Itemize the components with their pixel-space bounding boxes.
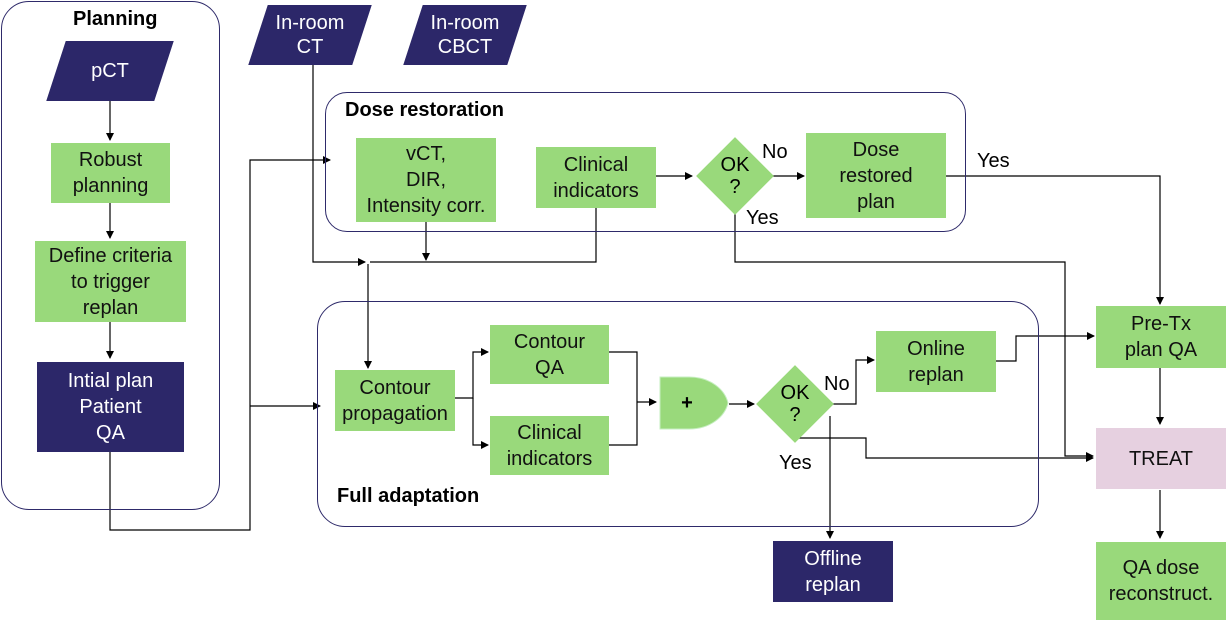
planning-title: Planning bbox=[73, 8, 158, 30]
edge-inroom-ct bbox=[312, 65, 366, 266]
inroom-cbct-input: In-room CBCT bbox=[403, 5, 527, 65]
edge-cp-contourqa bbox=[455, 348, 489, 399]
edge-ok-no-online bbox=[832, 356, 875, 405]
vct-dir-node: vCT, DIR, Intensity corr. bbox=[356, 138, 496, 222]
inroom-ct-input: In-room CT bbox=[248, 5, 372, 65]
dose-restoration-title: Dose restoration bbox=[345, 99, 504, 121]
qa-dose-reconstruct-node: QA dose reconstruct. bbox=[1096, 542, 1226, 620]
contour-qa-node: Contour QA bbox=[490, 325, 609, 384]
edge-merge bbox=[609, 351, 638, 446]
fa-clinical-indicators-node: Clinical indicators bbox=[490, 416, 609, 475]
planning-group bbox=[1, 1, 220, 510]
edge-online-pretx bbox=[996, 332, 1095, 362]
dose-restoration-group bbox=[325, 92, 966, 232]
online-replan-node: Online replan bbox=[876, 331, 996, 392]
robust-planning-node: Robust planning bbox=[51, 143, 170, 203]
dose-restored-plan-node: Dose restored plan bbox=[806, 133, 946, 218]
initial-plan-qa-node: Intial plan Patient QA bbox=[37, 362, 184, 452]
dr-clinical-indicators-node: Clinical indicators bbox=[536, 147, 656, 208]
dr-yes-down-label: Yes bbox=[746, 207, 779, 229]
fa-yes-label: Yes bbox=[779, 452, 812, 474]
combine-node: + bbox=[659, 376, 729, 430]
pretx-plan-qa-node: Pre-Tx plan QA bbox=[1096, 306, 1226, 368]
treat-node: TREAT bbox=[1096, 428, 1226, 489]
combine-label: + bbox=[681, 391, 693, 414]
fa-ok-label: OK ? bbox=[780, 382, 810, 426]
define-criteria-node: Define criteria to trigger replan bbox=[35, 241, 186, 322]
dr-no-label: No bbox=[762, 141, 788, 163]
fa-no-label: No bbox=[824, 373, 850, 395]
edge-fa-yes-treat bbox=[796, 437, 1094, 462]
offline-replan-node: Offline replan bbox=[773, 541, 893, 602]
inroom-ct-label: In-room CT bbox=[275, 12, 345, 58]
edge-clinical-down bbox=[370, 208, 597, 263]
full-adaptation-group bbox=[317, 301, 1039, 527]
dr-ok-decision: OK ? bbox=[696, 137, 774, 215]
combine-shape bbox=[659, 376, 729, 430]
edge-dr-yes-treat bbox=[734, 214, 1094, 460]
inroom-cbct-label: In-room CBCT bbox=[430, 12, 500, 58]
contour-propagation-node: Contour propagation bbox=[335, 370, 455, 431]
full-adaptation-title: Full adaptation bbox=[337, 485, 480, 507]
dr-ok-label: OK ? bbox=[720, 154, 750, 198]
pct-input: pCT bbox=[46, 41, 174, 101]
edge-restored-pretx bbox=[946, 175, 1164, 305]
pct-label: pCT bbox=[91, 60, 129, 82]
edge-cp-clinical bbox=[472, 398, 489, 449]
dr-yes-right-label: Yes bbox=[977, 150, 1010, 172]
fa-ok-decision: OK ? bbox=[756, 365, 834, 443]
edge-initial-to-dose-restoration bbox=[109, 156, 331, 531]
